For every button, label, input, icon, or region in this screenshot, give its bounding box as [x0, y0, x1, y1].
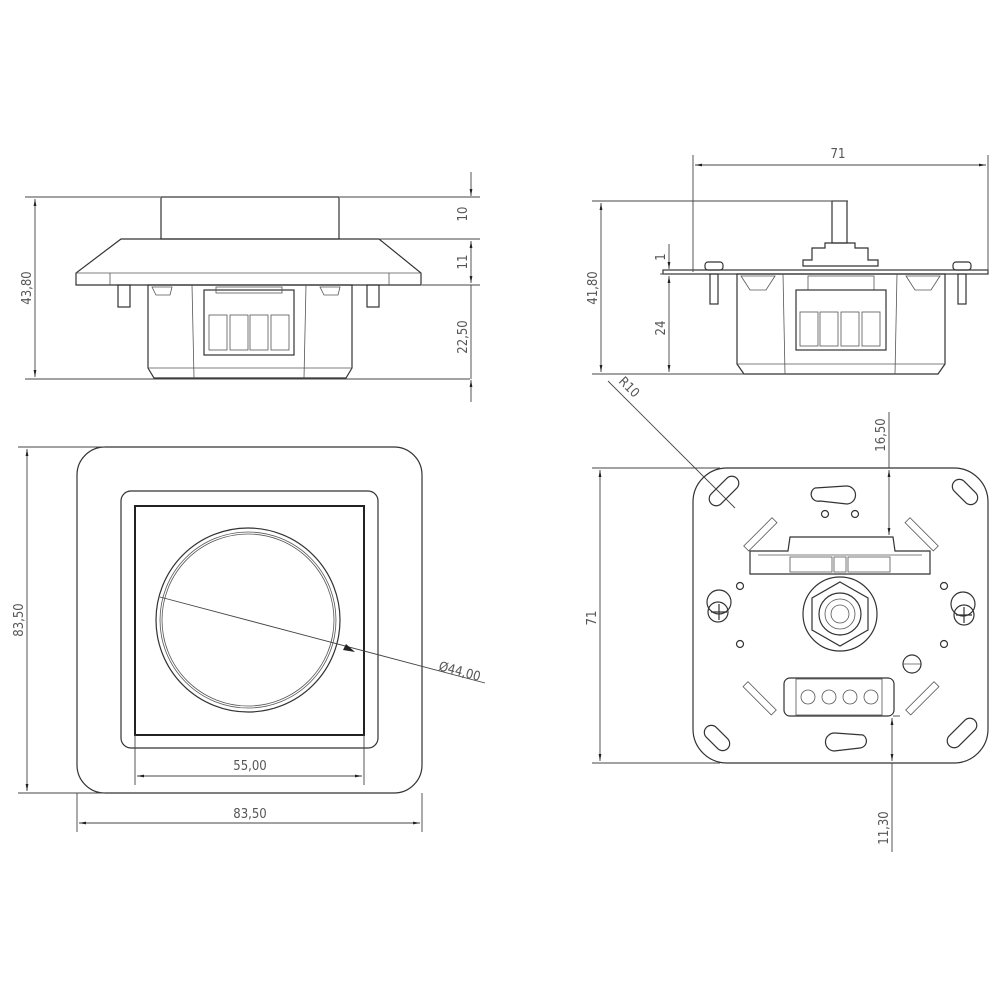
inner-frame	[120, 490, 379, 749]
dim-plate-width: 71	[831, 147, 846, 162]
dim-frame-height: 11	[456, 255, 471, 270]
dim-knob-diameter: Ø44,00	[437, 659, 482, 685]
knob-profile	[160, 196, 340, 240]
side-view-insert: 71 41,80 1 24	[586, 147, 989, 375]
dim-insert-total-height: 41,80	[586, 271, 601, 304]
dim-frame-width: 83,50	[233, 807, 266, 822]
dim-inner-width: 55,00	[233, 759, 266, 774]
dim-plate-height: 71	[585, 611, 600, 626]
side-view-assembled: 43,80 10 11 22,50	[20, 172, 480, 402]
dim-bottom-offset: 11,30	[877, 811, 892, 844]
cover-plate	[134, 505, 365, 736]
dim-top-offset: 16,50	[874, 418, 889, 451]
dim-body-depth: 22,50	[456, 320, 471, 353]
dim-corner-radius: R10	[615, 374, 642, 401]
terminal-block	[203, 289, 295, 356]
dim-knob-height: 10	[456, 207, 471, 222]
frame-profile	[75, 238, 422, 286]
terminal-block-back	[783, 677, 895, 717]
mounting-plate	[692, 467, 989, 764]
front-view: Ø44,00 55,00 83,50 83,50	[12, 446, 486, 832]
dim-plate-thickness: 1	[654, 253, 669, 260]
dim-frame-height: 83,50	[12, 603, 27, 636]
dim-total-height: 43,80	[20, 271, 35, 304]
outer-frame	[76, 446, 423, 794]
knob-outer	[155, 527, 341, 713]
dim-insert-body-depth: 24	[654, 321, 669, 336]
back-view-insert: R10 71 16,50 11,30	[585, 374, 989, 852]
